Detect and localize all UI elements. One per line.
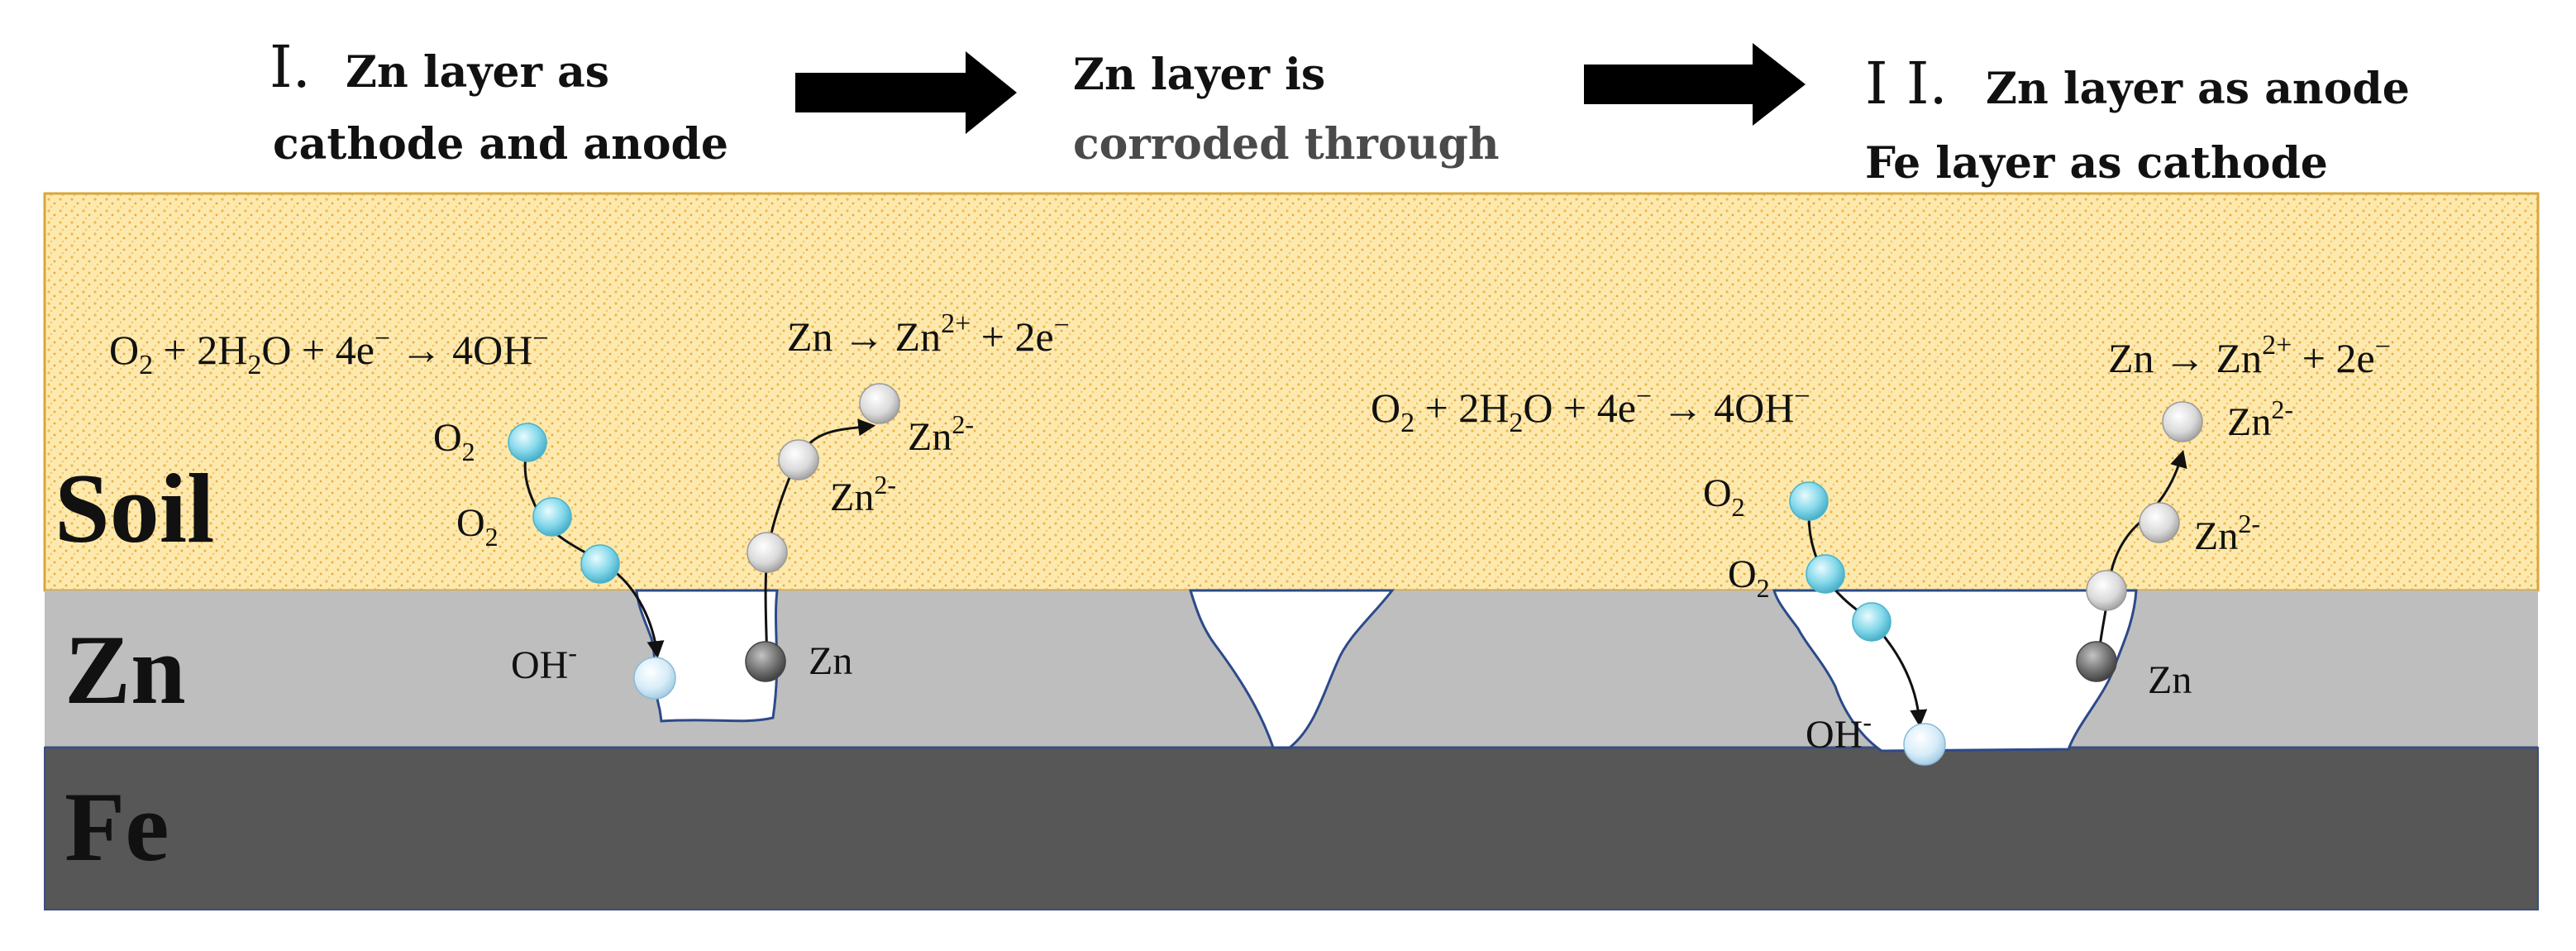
left-o2-particle-2 [532, 497, 572, 537]
middle-title-line-1: Zn layer is [1073, 50, 1325, 100]
left-oxygen-path [523, 442, 665, 659]
left-zn2-particle-2 [778, 439, 819, 480]
left-zn2-label-1: Zn2- [830, 470, 896, 519]
left-anodic-equation: Zn → Zn2+ + 2e− [787, 308, 1070, 360]
stage-1-numeral: I. [270, 33, 311, 101]
right-zn2-particle-2 [2139, 502, 2180, 543]
middle-title-line-2: corroded through [1073, 119, 1500, 170]
pit-through [1188, 589, 1395, 749]
right-o2-label-1: O2 [1703, 471, 1745, 522]
left-oh-particle [633, 657, 676, 700]
right-o2-particle-1 [1789, 481, 1829, 521]
stage-2-title-line-1: Zn layer as anode [1986, 64, 2410, 114]
process-arrow-2 [1584, 43, 1806, 126]
fe-layer [44, 747, 2539, 910]
fe-label: Fe [64, 772, 169, 882]
header-stage-2: I I. Zn layer as anode Fe layer as catho… [1865, 50, 2410, 189]
stage-1-title-line-2: cathode and anode [273, 119, 728, 170]
left-zinc-path [764, 418, 876, 661]
right-o2-label-2: O2 [1728, 552, 1770, 603]
left-zn2-label-2: Zn2- [908, 409, 974, 459]
left-zn2-particle-1 [747, 532, 788, 573]
right-zn-label: Zn [2148, 658, 2192, 702]
right-cathodic-equation: O2 + 2H2O + 4e− → 4OH− [1371, 381, 1810, 438]
soil-label: Soil [55, 453, 214, 563]
stage-1-title-line-1: Zn layer as [346, 47, 609, 98]
stage-2-title-line-2: Fe layer as cathode [1865, 138, 2328, 189]
left-o2-label-1: O2 [433, 416, 475, 466]
right-zn2-particle-3 [2162, 401, 2203, 442]
right-anodic-equation: Zn → Zn2+ + 2e− [2108, 330, 2391, 381]
stage-2-numeral: I I. [1865, 50, 1948, 117]
right-zn2-label-2: Zn2- [2227, 394, 2293, 444]
left-zn-label: Zn [809, 639, 852, 683]
right-oh-label: OH- [1806, 707, 1872, 757]
left-o2-label-2: O2 [456, 501, 499, 552]
right-zn-particle [2076, 641, 2117, 682]
right-o2-particle-2 [1806, 554, 1845, 594]
left-zn-particle [745, 641, 786, 682]
header-middle: Zn layer is corroded through [1073, 50, 1500, 170]
right-zn2-label-1: Zn2- [2194, 509, 2260, 558]
left-zn2-particle-3 [859, 383, 900, 424]
left-cathodic-equation: O2 + 2H2O + 4e− → 4OH− [109, 323, 549, 380]
left-o2-particle-1 [508, 423, 547, 462]
left-oh-label: OH- [511, 638, 577, 687]
right-oh-particle [1903, 723, 1946, 766]
zn-label: Zn [64, 614, 186, 724]
right-oxygen-path [1807, 500, 1928, 728]
right-zinc-path [2097, 449, 2187, 662]
header-stage-1: I. Zn layer as cathode and anode [270, 33, 728, 170]
process-arrow-1 [795, 51, 1017, 134]
soil-layer [43, 192, 2540, 592]
left-o2-particle-3 [580, 544, 620, 584]
right-o2-particle-3 [1852, 602, 1891, 642]
right-zn2-particle-1 [2086, 570, 2127, 611]
